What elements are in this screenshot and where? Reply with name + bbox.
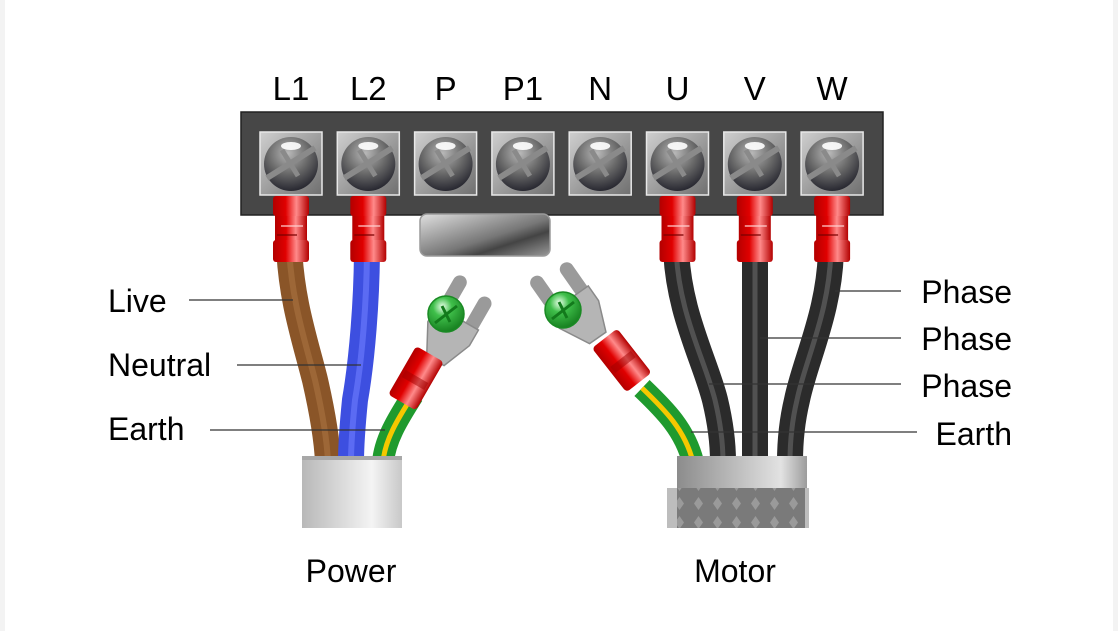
power-cable-sheath — [302, 456, 402, 528]
terminal-screw-l1 — [259, 131, 323, 196]
cable-label-motor: Motor — [694, 553, 776, 589]
motor-earth-ferrule — [593, 330, 651, 391]
terminal-label-l2: L2 — [350, 70, 387, 107]
terminal-screw-p1 — [491, 131, 555, 196]
terminal-label-u: U — [666, 70, 690, 107]
terminal-label-p1: P1 — [503, 70, 543, 107]
wiring-diagram: L1 L2 P P1 N U V W — [5, 0, 1113, 631]
diagram-svg: L1 L2 P P1 N U V W — [108, 70, 1012, 589]
terminal-screw-p — [413, 131, 478, 196]
ferrule-l2 — [350, 196, 387, 262]
ferrule-u — [659, 196, 696, 262]
cable-label-power: Power — [306, 553, 397, 589]
terminal-label-w: W — [817, 70, 849, 107]
motor-cable-braid — [677, 488, 805, 528]
wire-label-earth-motor: Earth — [936, 416, 1012, 452]
wire-label-neutral: Neutral — [108, 347, 211, 383]
terminal-label-l1: L1 — [273, 70, 310, 107]
wire-label-earth-power: Earth — [108, 411, 184, 447]
terminal-screw-v — [723, 131, 787, 196]
wire-label-phase-1: Phase — [921, 274, 1012, 310]
motor-earth-wire — [634, 380, 704, 466]
ferrule-w — [814, 196, 851, 262]
link-bar — [419, 213, 551, 257]
ferrule-v — [736, 196, 773, 262]
motor-cable-collar — [677, 456, 807, 492]
terminal-screw-l2 — [336, 131, 401, 196]
terminal-screw-u — [645, 131, 710, 196]
power-earth-ferrule — [389, 347, 443, 410]
wire-label-phase-3: Phase — [921, 368, 1012, 404]
terminal-label-p: P — [435, 70, 457, 107]
terminal-screw-w — [800, 131, 864, 196]
terminal-label-v: V — [744, 70, 766, 107]
terminal-screw-n — [568, 131, 632, 196]
ferrule-l1 — [273, 196, 309, 262]
terminal-label-n: N — [588, 70, 612, 107]
wire-label-live: Live — [108, 283, 167, 319]
wire-label-phase-2: Phase — [921, 321, 1012, 357]
